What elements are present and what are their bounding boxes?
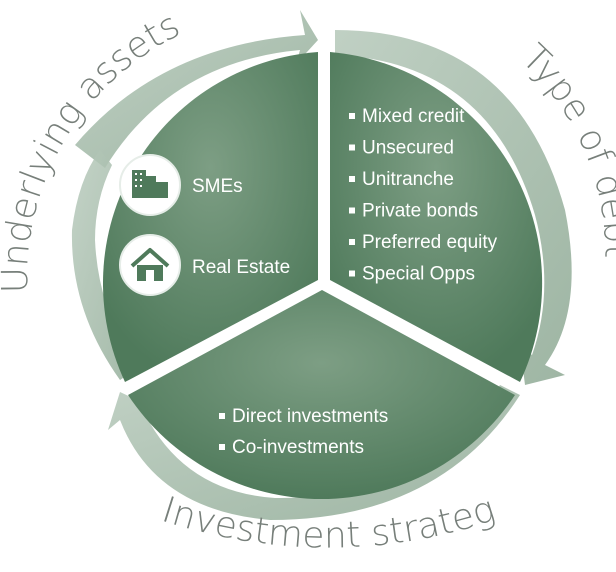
bullet-icon	[349, 270, 355, 277]
arrow-left	[71, 150, 138, 380]
bullet-icon	[349, 144, 355, 151]
bullet-icon	[219, 413, 225, 419]
strategy-label: Direct investments	[232, 406, 388, 427]
arrow-right	[335, 30, 572, 385]
underlying-assets-list: SMEs Real Estate	[119, 154, 290, 296]
bullet-icon	[349, 239, 355, 245]
debt-item: Unsecured	[349, 138, 454, 159]
strategy-label: Co-investments	[232, 437, 364, 458]
strategy-item: Co-investments	[219, 437, 364, 458]
debt-label: Mixed credit	[362, 106, 465, 127]
debt-label: Special Opps	[362, 264, 475, 285]
debt-label: Preferred equity	[362, 232, 498, 253]
debt-item: Unitranche	[349, 169, 454, 190]
sme-label: SMEs	[192, 176, 243, 197]
house-glyph	[130, 248, 170, 281]
arrow-top	[75, 10, 318, 168]
bullet-icon	[349, 207, 355, 214]
real-estate-label: Real Estate	[192, 257, 290, 278]
buildings-glyph	[132, 170, 168, 198]
debt-label: Unsecured	[362, 138, 454, 159]
debt-label: Private bonds	[362, 201, 478, 222]
debt-item: Private bonds	[349, 201, 478, 222]
sme-item: SMEs	[119, 154, 243, 216]
arrow-bottom	[108, 385, 520, 520]
bullet-icon	[219, 444, 225, 450]
cycle-arrows	[71, 10, 572, 520]
debt-item: Mixed credit	[349, 106, 465, 127]
segment-type-of-debt	[330, 52, 543, 382]
real-estate-item: Real Estate	[119, 234, 290, 296]
debt-item: Preferred equity	[349, 232, 498, 253]
strategy-item: Direct investments	[219, 406, 388, 427]
bullet-icon	[349, 176, 355, 182]
segment-underlying-assets	[102, 52, 319, 382]
debt-item: Special Opps	[349, 264, 475, 285]
bullet-icon	[349, 113, 355, 119]
debt-label: Unitranche	[362, 169, 454, 190]
